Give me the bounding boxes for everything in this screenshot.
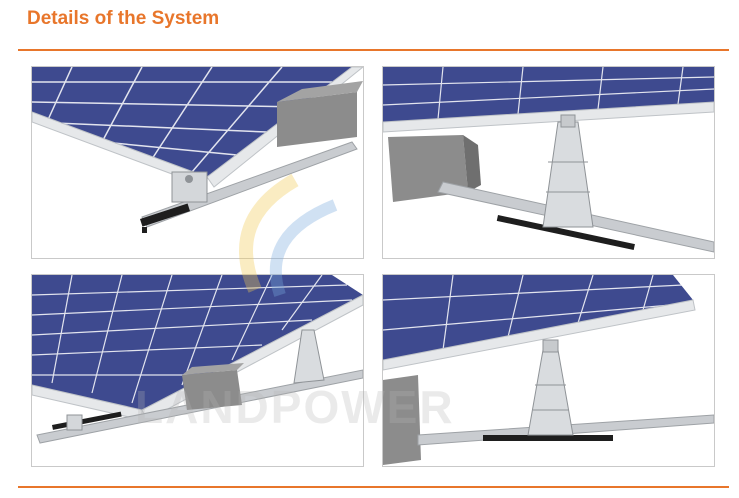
rear-support-illustration <box>383 67 714 258</box>
detail-image-array-overview <box>31 274 364 467</box>
top-divider <box>18 49 729 51</box>
bottom-divider <box>18 486 729 488</box>
detail-image-rear-support <box>382 66 715 259</box>
array-overview-illustration <box>32 275 363 466</box>
front-clamp-illustration <box>32 67 363 258</box>
page-title: Details of the System <box>27 8 220 29</box>
rear-leg-illustration <box>383 275 714 466</box>
detail-image-front-clamp <box>31 66 364 259</box>
detail-image-rear-leg <box>382 274 715 467</box>
